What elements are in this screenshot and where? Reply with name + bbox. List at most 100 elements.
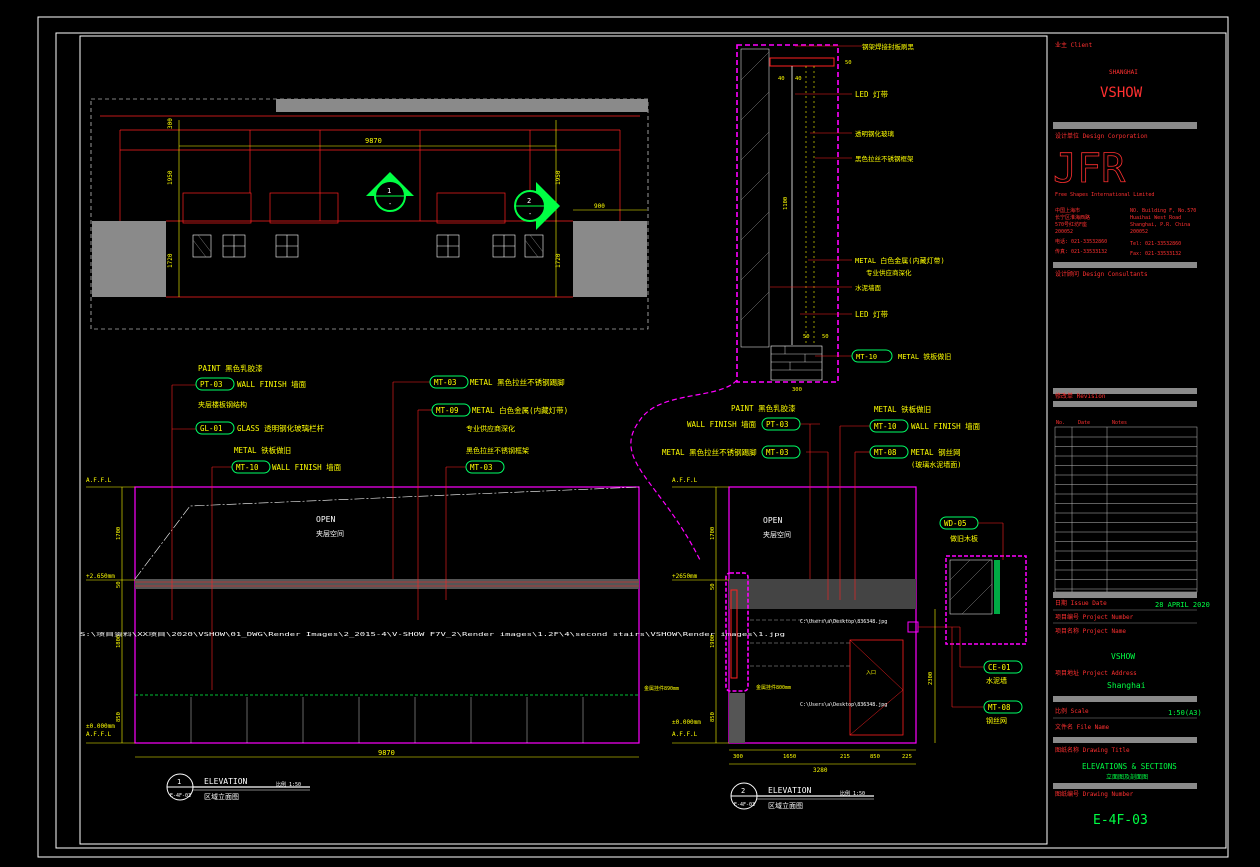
elev1-tag-mt03b[interactable]: MT-03 (465, 460, 505, 474)
elev1-note-2: GLASS 透明钢化玻璃栏杆 (237, 423, 325, 433)
elev2-vdim-2: 1900 (710, 635, 716, 648)
elev1-open: OPEN (316, 515, 335, 524)
detail-tag-mt10[interactable]: MT-10 (851, 349, 893, 363)
elev1-tag-mt10[interactable]: MT-10 (231, 460, 271, 474)
svg-text:WD-05: WD-05 (944, 519, 967, 528)
svg-text:CE-01: CE-01 (988, 663, 1011, 672)
svg-text:Date: Date (1078, 420, 1090, 426)
svg-text:Huaihai West Road: Huaihai West Road (1130, 215, 1181, 221)
elev1-vdim-1: 50 (116, 581, 122, 588)
elev1-path-text: S:\项目资料\XX项目\2020\VSHOW\01_DWG\Render Im… (80, 631, 785, 638)
drawing-number: E-4F-03 (1093, 813, 1148, 828)
client-label: 业主 Client (1055, 41, 1093, 49)
elevation-2: 入口 OPEN 夹层空间 C:\Users\a\Desktop\836348.j… (662, 403, 1027, 810)
elev2-overall: 3280 (813, 767, 828, 774)
drawing-title: ELEVATIONS & SECTIONS (1082, 762, 1177, 771)
svg-text:200052: 200052 (1055, 229, 1073, 235)
elev1-tag-mt03[interactable]: MT-03 (429, 375, 469, 389)
detail-callout-curve (630, 379, 738, 561)
svg-text:No.: No. (1056, 420, 1065, 426)
section-marker-2[interactable]: 2 - (514, 182, 560, 230)
elev2-dim-3: 850 (870, 754, 880, 760)
elev2-note-7: 钢丝网 (986, 716, 1007, 725)
detail-label-0: 钢架焊接封板刷黑 (862, 42, 915, 51)
detail-label-5: 专业供应商深化 (866, 268, 912, 277)
svg-text:PT-03: PT-03 (766, 420, 789, 429)
svg-text:MT-03: MT-03 (766, 448, 789, 457)
svg-text:MT-03: MT-03 (470, 463, 493, 472)
svg-text:MT-08: MT-08 (988, 703, 1011, 712)
elev1-vdim-0: 1700 (116, 527, 122, 540)
elev2-level-mid: +2650mm (672, 573, 698, 580)
elev2-title-text: ELEVATION (768, 786, 812, 795)
elev2-vdim-3: 850 (710, 712, 716, 722)
elev2-tag-ce01[interactable]: CE-01 (983, 660, 1023, 674)
elev1-tag-gl01[interactable]: GL-01 (195, 421, 235, 435)
elev1-overall: 9870 (378, 749, 395, 757)
elev1-note-0-bottom: WALL FINISH 墙面 (237, 379, 307, 389)
section-marker-1[interactable]: 1 - (366, 172, 414, 212)
elev2-vdim-4: 2300 (928, 672, 934, 685)
elev1-outline (134, 486, 640, 744)
elev1-vdim-3: 850 (116, 712, 122, 722)
elev1-tag-mt09[interactable]: MT-09 (431, 403, 471, 417)
detail-dim-2: 40 (795, 76, 802, 82)
elev1-tag-pt03[interactable]: PT-03 (195, 377, 235, 391)
elev2-tag-mt08[interactable]: MT-08 (869, 445, 909, 459)
inner-border (55, 32, 1227, 849)
detail-boundary (736, 44, 839, 383)
svg-text:比例 1:50: 比例 1:50 (840, 790, 865, 797)
svg-text:Tel: 021-33532860: Tel: 021-33532860 (1130, 241, 1181, 247)
issue-date: 28 APRIL 2020 (1155, 601, 1210, 609)
elev2-note-0-top: PAINT 黑色乳胶漆 (731, 403, 796, 413)
elev2-vdim-1: 50 (710, 583, 716, 590)
revision-label: 修改单 Revision (1055, 392, 1106, 400)
elev2-slot (725, 572, 749, 692)
elev2-door-text: 入口 (866, 670, 876, 676)
plan-dim-300: 300 (167, 118, 174, 129)
elev2-tag-mt08b[interactable]: MT-08 (983, 700, 1023, 714)
svg-text:MT-10: MT-10 (236, 463, 259, 472)
elev2-img-path-2: C:\Users\a\Desktop\836348.jpg (800, 702, 887, 708)
detail-label-4: METAL 白色金属(内藏灯带) (855, 256, 945, 265)
svg-text:PT-03: PT-03 (200, 380, 223, 389)
plan-dim-1950b: 1950 (555, 170, 562, 185)
detail-dim-3: 1100 (783, 197, 789, 210)
plan-view: 9870 1950 1720 900 300 1950 1720 1 - 2 - (90, 98, 649, 330)
elevation-1: OPEN 夹层空间 PAINT 黑色乳胶漆 PT-03 WALL FINISH … (80, 363, 785, 801)
elev2-outline (728, 486, 917, 744)
elev2-level-light: 金属挂件800mm (756, 684, 791, 691)
svg-text:2: 2 (741, 787, 745, 795)
elev2-open: OPEN (763, 516, 782, 525)
elev2-note-2-bottom: WALL FINISH 墙面 (911, 421, 981, 431)
elev2-tag-pt03[interactable]: PT-03 (761, 417, 801, 431)
svg-text:200052: 200052 (1130, 229, 1148, 235)
elev2-tag-mt03[interactable]: MT-03 (761, 445, 801, 459)
svg-text:Fax: 021-33533132: Fax: 021-33533132 (1130, 251, 1181, 257)
elev2-level-top: A.F.F.L (672, 477, 698, 484)
elev2-note-5: 做旧木板 (950, 534, 978, 543)
firm-name: Free Shapes International Limited (1055, 192, 1154, 198)
project-name-label: 项目名称 Project Name (1055, 627, 1126, 635)
divider-bar (1053, 122, 1197, 129)
plan-dim-900: 900 (594, 203, 605, 210)
detail-dim-1: 40 (778, 76, 785, 82)
svg-text:传真: 021-33533132: 传真: 021-33533132 (1055, 248, 1107, 255)
elev2-tag-mt10[interactable]: MT-10 (869, 419, 909, 433)
project-number-label: 项目编号 Project Number (1055, 613, 1134, 621)
project-address: Shanghai (1107, 681, 1146, 690)
detail-label-6: 水泥墙面 (855, 283, 882, 292)
elev2-dim-0: 300 (733, 754, 743, 760)
project-name: VSHOW (1111, 652, 1135, 661)
svg-text:E-4F-03: E-4F-03 (734, 802, 755, 808)
detail-label-1: LED 灯带 (855, 89, 889, 99)
elev2-note-0-bottom: WALL FINISH 墙面 (687, 419, 757, 429)
client-name-small: SHANGHAI (1109, 69, 1138, 76)
address-en: NO. Building F, No.570 Huaihai West Road… (1130, 208, 1196, 257)
plan-hatch (192, 234, 544, 258)
design-label: 设计单位 Design Corporation (1055, 132, 1148, 140)
elev2-tag-wd05[interactable]: WD-05 (939, 516, 979, 530)
svg-text:GL-01: GL-01 (200, 424, 223, 433)
scale-label: 比例 Scale (1055, 707, 1089, 715)
svg-text:MT-09: MT-09 (436, 406, 459, 415)
